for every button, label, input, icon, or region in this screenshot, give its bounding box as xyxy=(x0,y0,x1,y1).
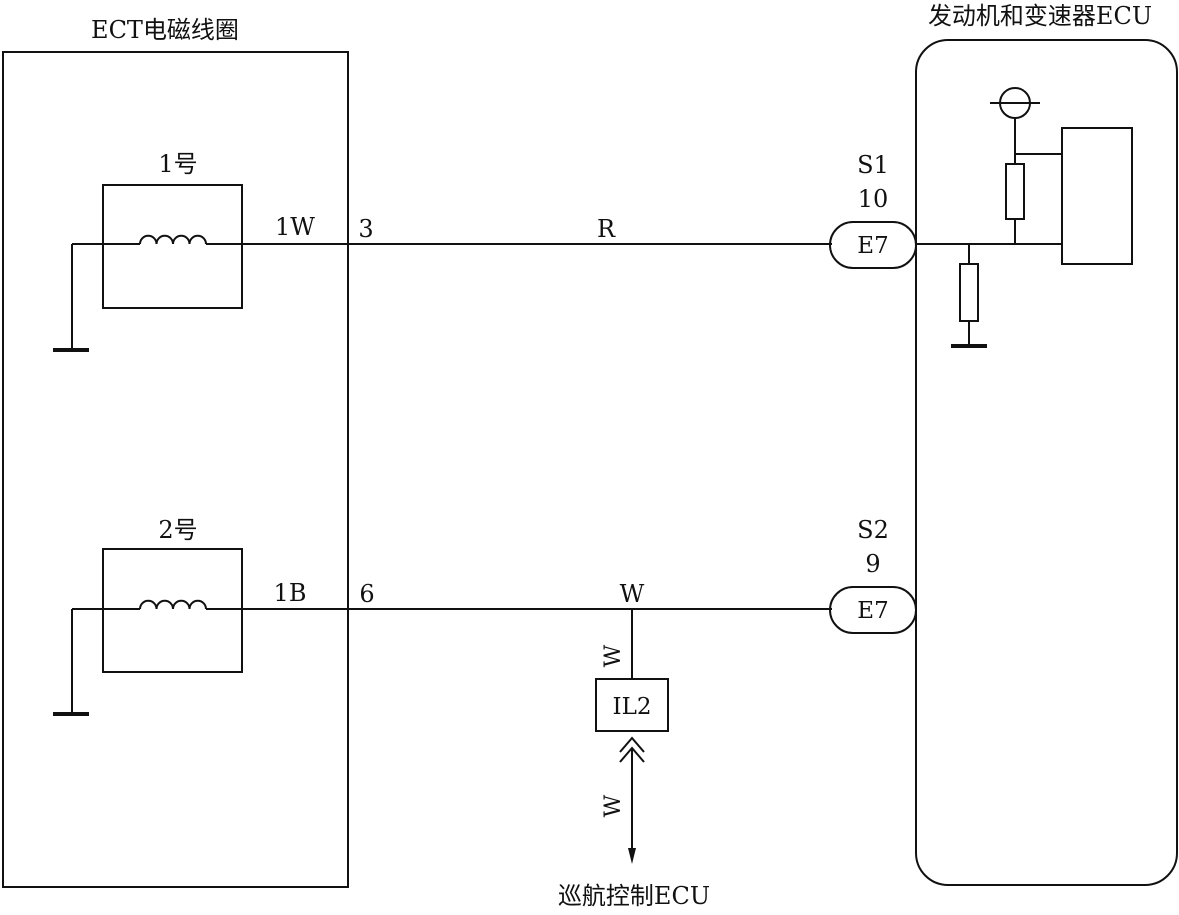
solenoid-2: 2号 1B xyxy=(53,516,348,716)
coil-2-icon xyxy=(139,599,207,610)
ecu-ic-block xyxy=(1061,127,1133,265)
connector-il2-label: IL2 xyxy=(613,694,652,720)
wire-s2-color: W xyxy=(620,580,645,608)
wire-s1-color: R xyxy=(597,215,616,243)
solenoid-1-pin-left: 1W xyxy=(275,213,315,241)
wire-s2: 6 W S2 9 E7 xyxy=(348,516,917,634)
pulldown-resistor-icon xyxy=(959,263,979,322)
cruise-control-ecu-label: 巡航控制ECU xyxy=(558,882,710,910)
branch-wire-upper-color: W xyxy=(601,644,626,667)
terminal-s1-name: S1 xyxy=(857,151,889,179)
engine-transmission-ecu-block xyxy=(915,39,1178,886)
solenoid-1-label: 1号 xyxy=(158,150,197,178)
solenoid-1-box xyxy=(102,184,243,309)
ecu-internal-circuit xyxy=(916,87,1133,348)
wire-s1: 3 R S1 10 E7 xyxy=(348,151,917,269)
connector-il2 xyxy=(595,678,669,732)
wire-s1-pin: 3 xyxy=(358,215,373,243)
cruise-branch: W IL2 W 巡航控制ECU xyxy=(558,609,710,910)
ect-solenoid-title: ECT电磁线圈 xyxy=(91,16,239,44)
branch-wire-lower-color: W xyxy=(601,794,626,817)
coil-1-icon xyxy=(139,234,207,245)
solenoid-2-label: 2号 xyxy=(158,516,197,544)
engine-transmission-ecu-title: 发动机和变速器ECU xyxy=(928,2,1152,30)
connector-e7-s2-label: E7 xyxy=(857,598,888,624)
terminal-s2-name: S2 xyxy=(857,516,889,544)
pullup-resistor-icon xyxy=(1005,163,1025,220)
terminal-s1-pin: 10 xyxy=(858,185,889,213)
terminal-s2-pin: 9 xyxy=(865,550,880,578)
solenoid-1: 1号 1W xyxy=(53,150,348,352)
wire-s2-pin: 6 xyxy=(359,580,374,608)
connector-e7-s1-label: E7 xyxy=(857,233,888,259)
arrow-down-icon xyxy=(628,848,636,864)
ect-solenoid-block xyxy=(2,51,349,888)
solenoid-2-pin-left: 1B xyxy=(274,579,307,607)
solenoid-2-box xyxy=(102,548,243,673)
